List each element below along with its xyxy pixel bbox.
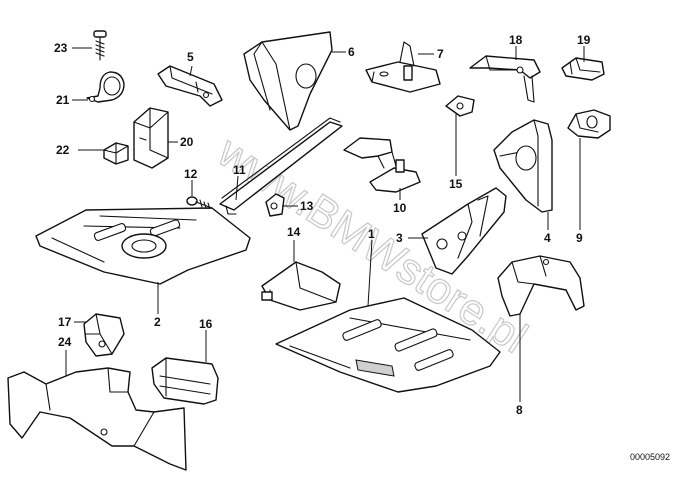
callout-14: 14 <box>287 225 301 239</box>
callout-1: 1 <box>368 227 375 241</box>
callout-2: 2 <box>154 315 161 329</box>
callout-22: 22 <box>56 143 70 157</box>
callout-3: 3 <box>396 231 403 245</box>
part-13-clip[interactable] <box>265 193 285 217</box>
part-11-rail[interactable] <box>219 117 343 215</box>
callout-13: 13 <box>300 199 314 213</box>
callout-10: 10 <box>393 201 407 215</box>
callout-18: 18 <box>509 33 523 47</box>
callout-7: 7 <box>437 47 444 61</box>
part-22-clip[interactable] <box>103 142 129 165</box>
part-12-screw[interactable] <box>186 196 213 210</box>
callout-5: 5 <box>187 50 194 64</box>
callout-labels: 23 21 22 20 5 6 7 18 19 11 12 13 10 15 4… <box>54 33 591 417</box>
callout-4: 4 <box>544 231 551 245</box>
callout-6: 6 <box>348 45 355 59</box>
part-10-bracket[interactable] <box>343 137 421 193</box>
part-21-clamp[interactable] <box>86 71 125 103</box>
part-24-shield[interactable] <box>7 367 187 471</box>
part-14-bracket[interactable] <box>261 261 341 311</box>
part-23-screw[interactable] <box>93 30 107 61</box>
part-2-plate[interactable] <box>35 207 251 285</box>
callout-8: 8 <box>516 403 523 417</box>
part-20-bracket[interactable] <box>133 107 169 169</box>
part-7-bracket[interactable] <box>365 41 441 93</box>
part-15-plate[interactable] <box>445 95 475 117</box>
callout-15: 15 <box>449 177 463 191</box>
callout-12: 12 <box>184 167 198 181</box>
callout-24: 24 <box>58 335 72 349</box>
part-4-panel[interactable] <box>493 119 553 213</box>
part-5-bracket[interactable] <box>157 65 223 107</box>
leader-lines <box>65 46 585 402</box>
part-6-panel[interactable] <box>243 31 333 131</box>
drawing-number: 00005092 <box>630 452 670 462</box>
part-17-bracket[interactable] <box>83 313 125 357</box>
part-19-bracket[interactable] <box>561 57 605 81</box>
part-8-bracket[interactable] <box>497 255 585 317</box>
part-18-bracket[interactable] <box>469 55 541 103</box>
callout-19: 19 <box>577 33 591 47</box>
callout-17: 17 <box>58 315 72 329</box>
callout-16: 16 <box>199 317 213 331</box>
callout-11: 11 <box>233 163 246 177</box>
part-9-piece[interactable] <box>567 109 611 139</box>
part-16-clamp[interactable] <box>151 357 219 405</box>
callout-9: 9 <box>576 231 583 245</box>
part-1-plate[interactable] <box>275 297 501 393</box>
callout-23: 23 <box>54 41 68 55</box>
callout-21: 21 <box>56 93 70 107</box>
callout-20: 20 <box>180 135 194 149</box>
part-3-bracket[interactable] <box>421 187 507 275</box>
